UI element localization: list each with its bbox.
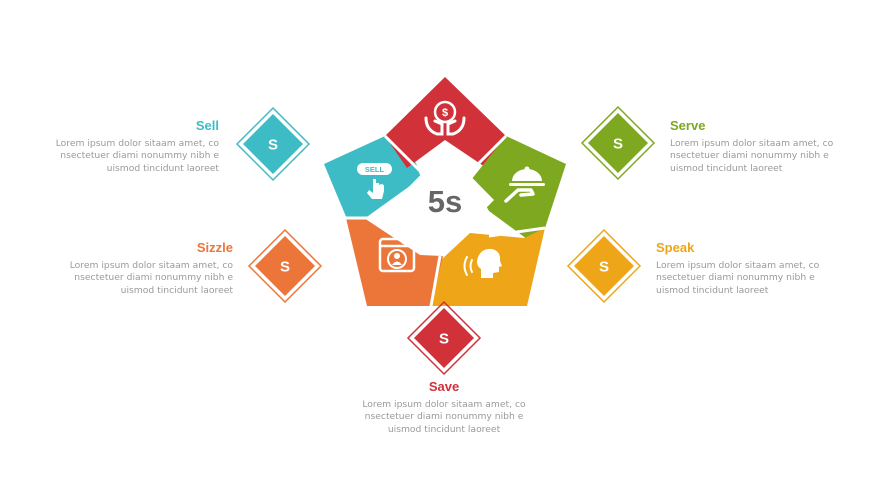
- svg-text:S: S: [280, 259, 290, 276]
- pentagon: 5s: [324, 77, 566, 307]
- center-label: 5s: [428, 184, 462, 219]
- sell-button-text: SELL: [365, 165, 385, 174]
- item-title: Serve: [670, 118, 706, 133]
- svg-text:S: S: [439, 331, 449, 348]
- serving-cloche-icon: [504, 166, 545, 203]
- center-diamond: [396, 150, 494, 250]
- item-description: Lorem ipsum dolor sitaam amet, co nsecte…: [55, 138, 219, 174]
- item-description: Lorem ipsum dolor sitaam amet, co nsecte…: [69, 260, 233, 296]
- item-title: Sizzle: [196, 240, 233, 255]
- badge-save: S: [406, 300, 482, 376]
- segment-save: [385, 77, 506, 171]
- item-description: Lorem ipsum dolor sitaam amet, co nsecte…: [362, 399, 526, 435]
- badge-serve: S: [580, 105, 656, 181]
- item-title: Speak: [656, 240, 695, 255]
- item-description: Lorem ipsum dolor sitaam amet, co nsecte…: [670, 138, 834, 174]
- item-title: Sell: [195, 118, 219, 133]
- svg-text:S: S: [599, 259, 609, 276]
- badge-sizzle: S: [247, 228, 323, 304]
- segment-sizzle: [346, 218, 443, 306]
- money-hands-icon: $: [424, 100, 466, 136]
- segment-sell: [324, 136, 421, 219]
- svg-text:S: S: [613, 136, 623, 153]
- badge-speak: S: [566, 228, 642, 304]
- sell-button-click-icon: SELL: [357, 163, 392, 199]
- browser-user-icon: [378, 237, 416, 273]
- svg-text:S: S: [268, 137, 278, 154]
- item-description: Lorem ipsum dolor sitaam amet, co nsecte…: [656, 260, 820, 296]
- svg-text:$: $: [442, 107, 448, 119]
- segment-serve: [471, 136, 566, 239]
- item-title: Save: [428, 379, 460, 394]
- badge-sell: S: [235, 106, 311, 182]
- speaking-head-icon: [463, 248, 502, 278]
